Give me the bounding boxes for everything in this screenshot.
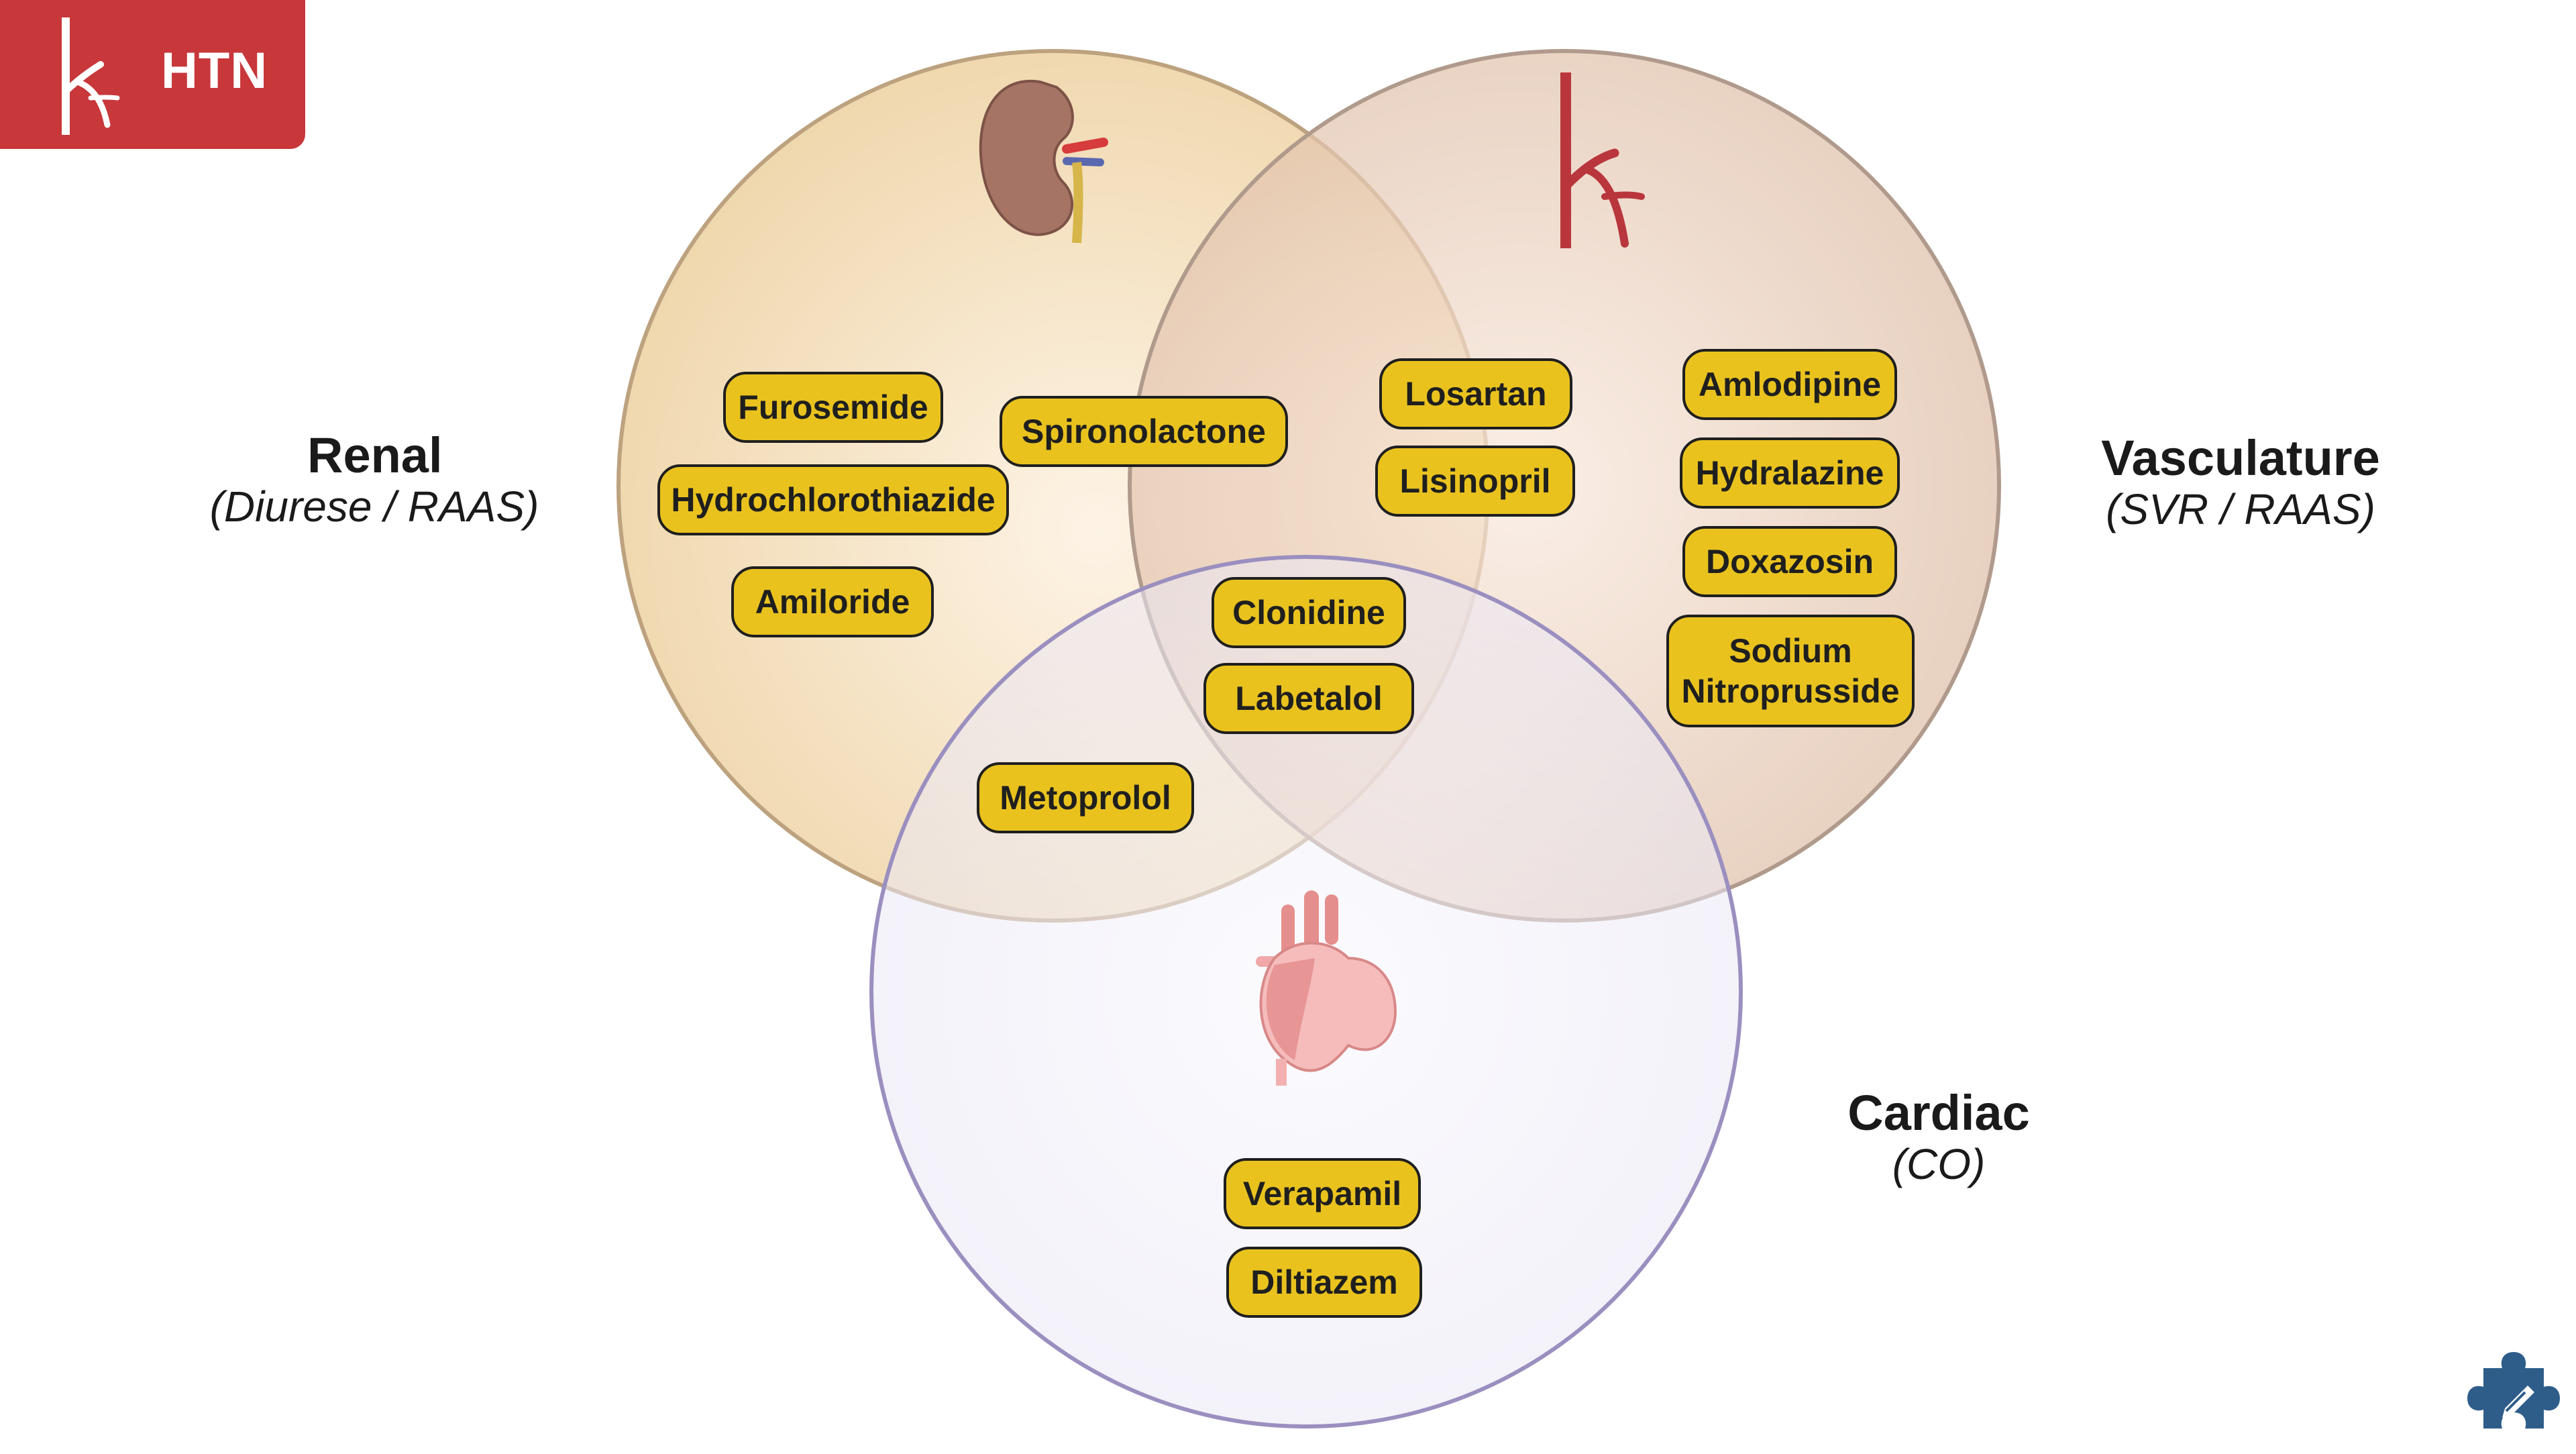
drug-pill-amlodipine: Amlodipine <box>1682 349 1897 420</box>
drug-pill-clonidine: Clonidine <box>1212 577 1406 648</box>
drug-pill-amiloride: Amiloride <box>731 566 934 637</box>
drug-pill-verapamil: Verapamil <box>1224 1158 1421 1229</box>
vasculature-title: Vasculature <box>2101 430 2380 486</box>
heart-icon <box>1256 890 1397 1086</box>
drug-pill-lisinopril: Lisinopril <box>1375 446 1575 517</box>
kidney-icon <box>979 79 1108 244</box>
drug-pill-hydralazine: Hydralazine <box>1680 437 1900 509</box>
drug-pill-metoprolol: Metoprolol <box>977 762 1194 833</box>
drug-pill-spironolactone: Spironolactone <box>1000 396 1288 467</box>
drug-pill-furosemide: Furosemide <box>723 372 943 443</box>
htn-badge: HTN <box>0 0 305 149</box>
artery-icon <box>1560 72 1645 248</box>
puzzle-piece-icon <box>2467 1352 2560 1429</box>
drug-pill-hydrochlorothiazide: Hydrochlorothiazide <box>657 464 1009 535</box>
drug-pill-sodium-nitroprusside: Sodium Nitroprusside <box>1666 615 1915 727</box>
drug-pill-doxazosin: Doxazosin <box>1682 526 1897 597</box>
renal-title: Renal <box>307 427 443 483</box>
cardiac-title: Cardiac <box>1847 1085 2030 1141</box>
renal-subtitle: (Diurese / RAAS) <box>209 482 539 531</box>
badge-label: HTN <box>161 42 268 99</box>
drug-pill-losartan: Losartan <box>1379 358 1572 429</box>
drug-pill-diltiazem: Diltiazem <box>1226 1247 1422 1318</box>
cardiac-subtitle: (CO) <box>1892 1140 1986 1188</box>
vasculature-subtitle: (SVR / RAAS) <box>2106 485 2375 533</box>
blood-vessel-icon <box>62 17 120 135</box>
drug-pill-labetalol: Labetalol <box>1203 663 1414 734</box>
